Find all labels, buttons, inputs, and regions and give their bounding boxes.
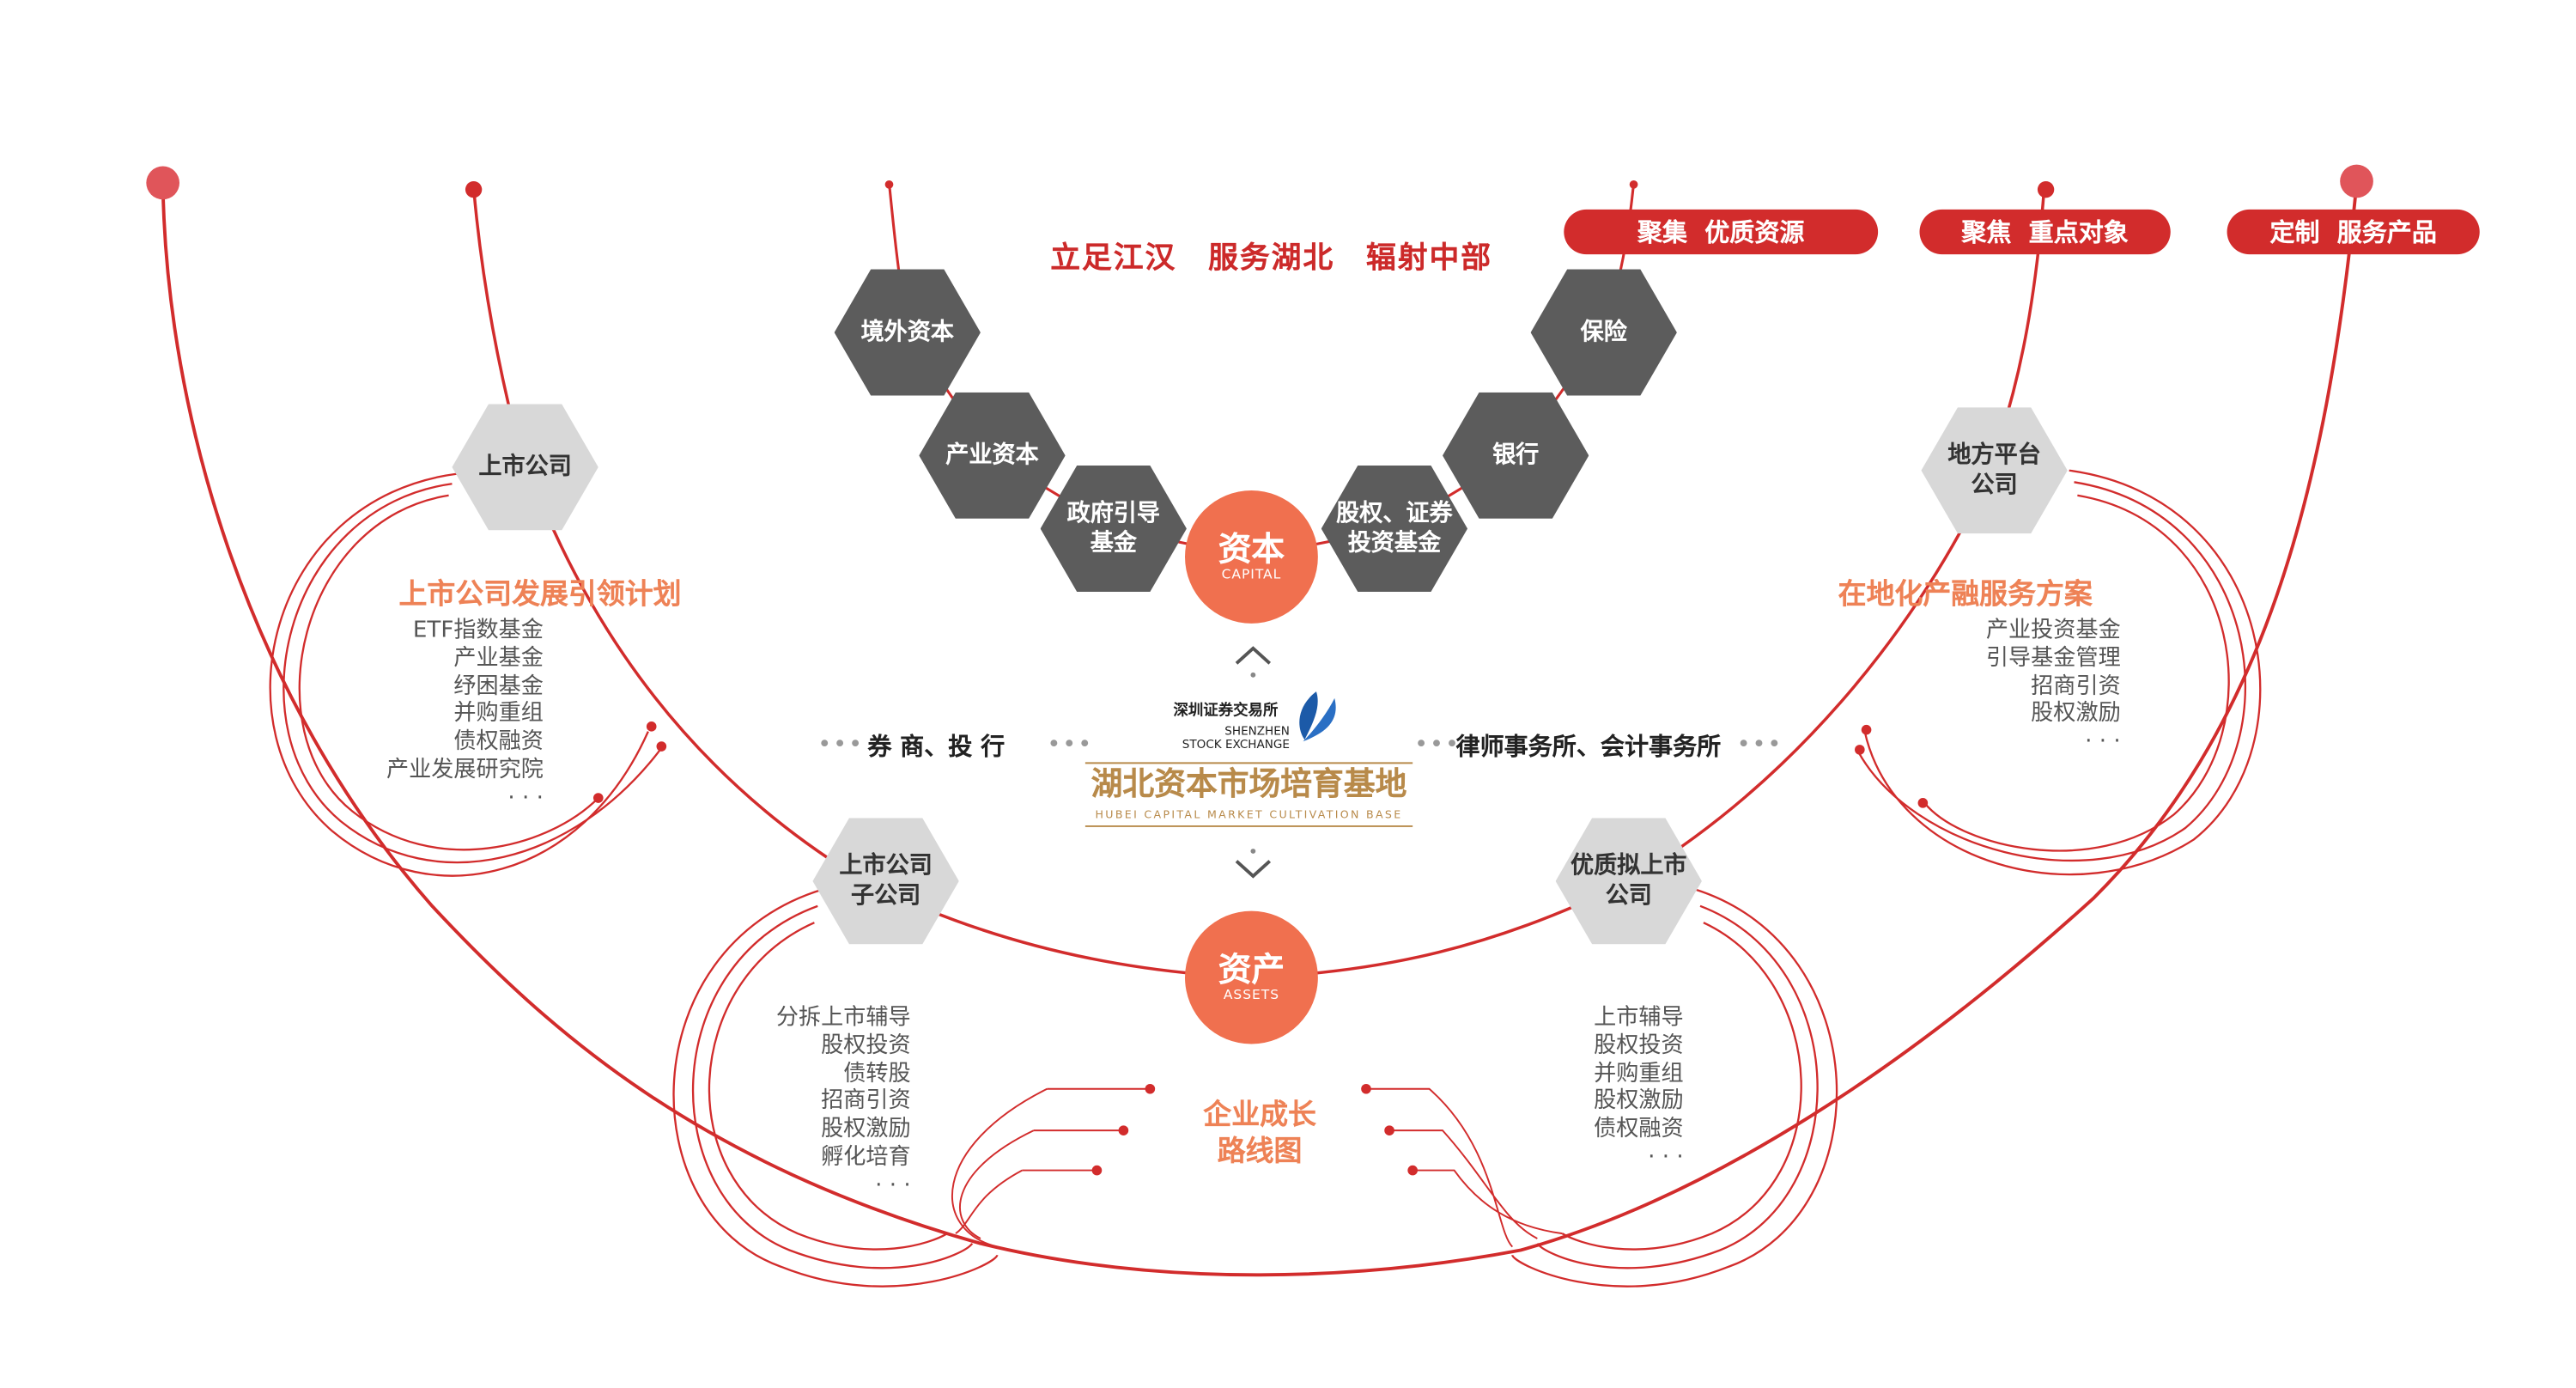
list-item: 纾困基金 [453, 673, 544, 700]
hex-label: 上市公司 子公司 [839, 852, 933, 910]
list-item: · · · [875, 1172, 911, 1199]
bottom-right-list: 上市辅导 股权投资 并购重组 股权激励 债权融资 · · · [1594, 1004, 1684, 1172]
arrows [1235, 646, 1272, 879]
outer-arc [161, 182, 2359, 1277]
list-item: ETF指数基金 [412, 617, 544, 644]
list-item: 债权融资 [453, 728, 544, 756]
hex-label: 境外资本 [860, 319, 954, 346]
base-title-cn: 湖北资本市场培育基地 [1091, 766, 1407, 803]
pill-focus-targets[interactable]: 聚焦 重点对象 [1919, 209, 2171, 255]
hex-label: 优质拟上市 公司 [1571, 852, 1687, 910]
list-item: 上市辅导 [1594, 1004, 1684, 1032]
roadmap-title: 企业成长 路线图 [1176, 1097, 1343, 1170]
szse-cn: 深圳证券交易所 [1173, 703, 1279, 721]
hex-label: 上市公司 [478, 454, 572, 481]
base-title-en: HUBEI CAPITAL MARKET CULTIVATION BASE [1095, 807, 1403, 822]
list-item: 股权投资 [821, 1032, 911, 1059]
hex-industrial-capital[interactable]: 产业资本 [919, 392, 1066, 519]
hex-label: 产业资本 [945, 441, 1039, 469]
list-item: 债权融资 [1594, 1116, 1684, 1143]
hex-bank[interactable]: 银行 [1443, 392, 1589, 519]
arrow-up-icon [1235, 646, 1272, 665]
arrow-down-icon [1235, 860, 1272, 879]
list-item: 产业基金 [453, 644, 544, 672]
szse-en-1: SHENZHEN [1224, 724, 1290, 739]
list-item: · · · [2085, 728, 2121, 756]
endpoint-dots [146, 164, 2373, 1176]
list-item: 产业发展研究院 [386, 756, 544, 783]
list-item: · · · [1648, 1143, 1684, 1171]
assets-circle[interactable]: 资产 ASSETS [1185, 910, 1318, 1044]
ring-left [269, 472, 663, 877]
assets-cn: 资产 [1218, 949, 1285, 989]
ring-right [1856, 469, 2262, 876]
list-item: 债转股 [843, 1060, 911, 1087]
list-item: 孵化培育 [821, 1143, 911, 1171]
ellipsis-right-1: ••• [1414, 731, 1461, 758]
list-item: 招商引资 [2031, 673, 2121, 700]
roadmap-line1: 企业成长 [1203, 1099, 1316, 1133]
left-section-title: 上市公司发展引领计划 [398, 578, 682, 612]
bottom-left-list: 分拆上市辅导 股权投资 债转股 招商引资 股权激励 孵化培育 · · · [776, 1004, 911, 1200]
ellipsis-left-1: ••• [817, 731, 865, 758]
list-item: 并购重组 [453, 700, 544, 727]
capital-en: CAPITAL [1221, 567, 1282, 582]
left-section-list: ETF指数基金 产业基金 纾困基金 并购重组 债权融资 产业发展研究院 · · … [386, 617, 544, 813]
assets-en: ASSETS [1223, 987, 1280, 1003]
headline: 立足江汉 服务湖北 辐射中部 [1050, 240, 1493, 277]
list-item: · · · [507, 784, 544, 812]
ring-bottom-right [1365, 888, 1838, 1288]
list-item: 股权激励 [2031, 700, 2121, 727]
hex-label: 地方平台 公司 [1947, 441, 2041, 499]
ellipsis-right-2: ••• [1736, 731, 1783, 758]
list-item: 分拆上市辅导 [775, 1004, 911, 1032]
right-section-title: 在地化产融服务方案 [1838, 578, 2093, 612]
hex-label: 保险 [1580, 319, 1627, 346]
ring-bottom-left [672, 888, 1151, 1288]
roadmap-line2: 路线图 [1217, 1135, 1303, 1169]
list-item: 产业投资基金 [1985, 617, 2121, 644]
hex-equity-securities-fund[interactable]: 股权、证券 投资基金 [1321, 465, 1468, 593]
ellipsis-left-2: ••• [1047, 731, 1094, 758]
szse-logo-icon [1299, 691, 1336, 742]
list-item: 并购重组 [1594, 1060, 1684, 1087]
brokers-label: 券 商、投 行 [867, 734, 1005, 762]
law-accounting-label: 律师事务所、会计事务所 [1455, 734, 1722, 762]
right-section-list: 产业投资基金 引导基金管理 招商引资 股权激励 · · · [1986, 617, 2121, 757]
hex-label: 银行 [1492, 441, 1540, 469]
list-item: 股权激励 [1594, 1087, 1684, 1115]
capital-circle[interactable]: 资本 CAPITAL [1185, 490, 1318, 624]
list-item: 股权投资 [1594, 1032, 1684, 1059]
capital-cn: 资本 [1218, 528, 1285, 569]
hex-label: 股权、证券 投资基金 [1336, 500, 1453, 557]
hex-label: 政府引导 基金 [1066, 500, 1160, 557]
pill-gather-resources[interactable]: 聚集 优质资源 [1564, 209, 1879, 255]
list-item: 股权激励 [821, 1116, 911, 1143]
list-item: 招商引资 [821, 1087, 911, 1115]
list-item: 引导基金管理 [1985, 644, 2121, 672]
szse-en-2: STOCK EXCHANGE [1182, 738, 1290, 752]
pill-custom-products[interactable]: 定制 服务产品 [2227, 209, 2480, 255]
